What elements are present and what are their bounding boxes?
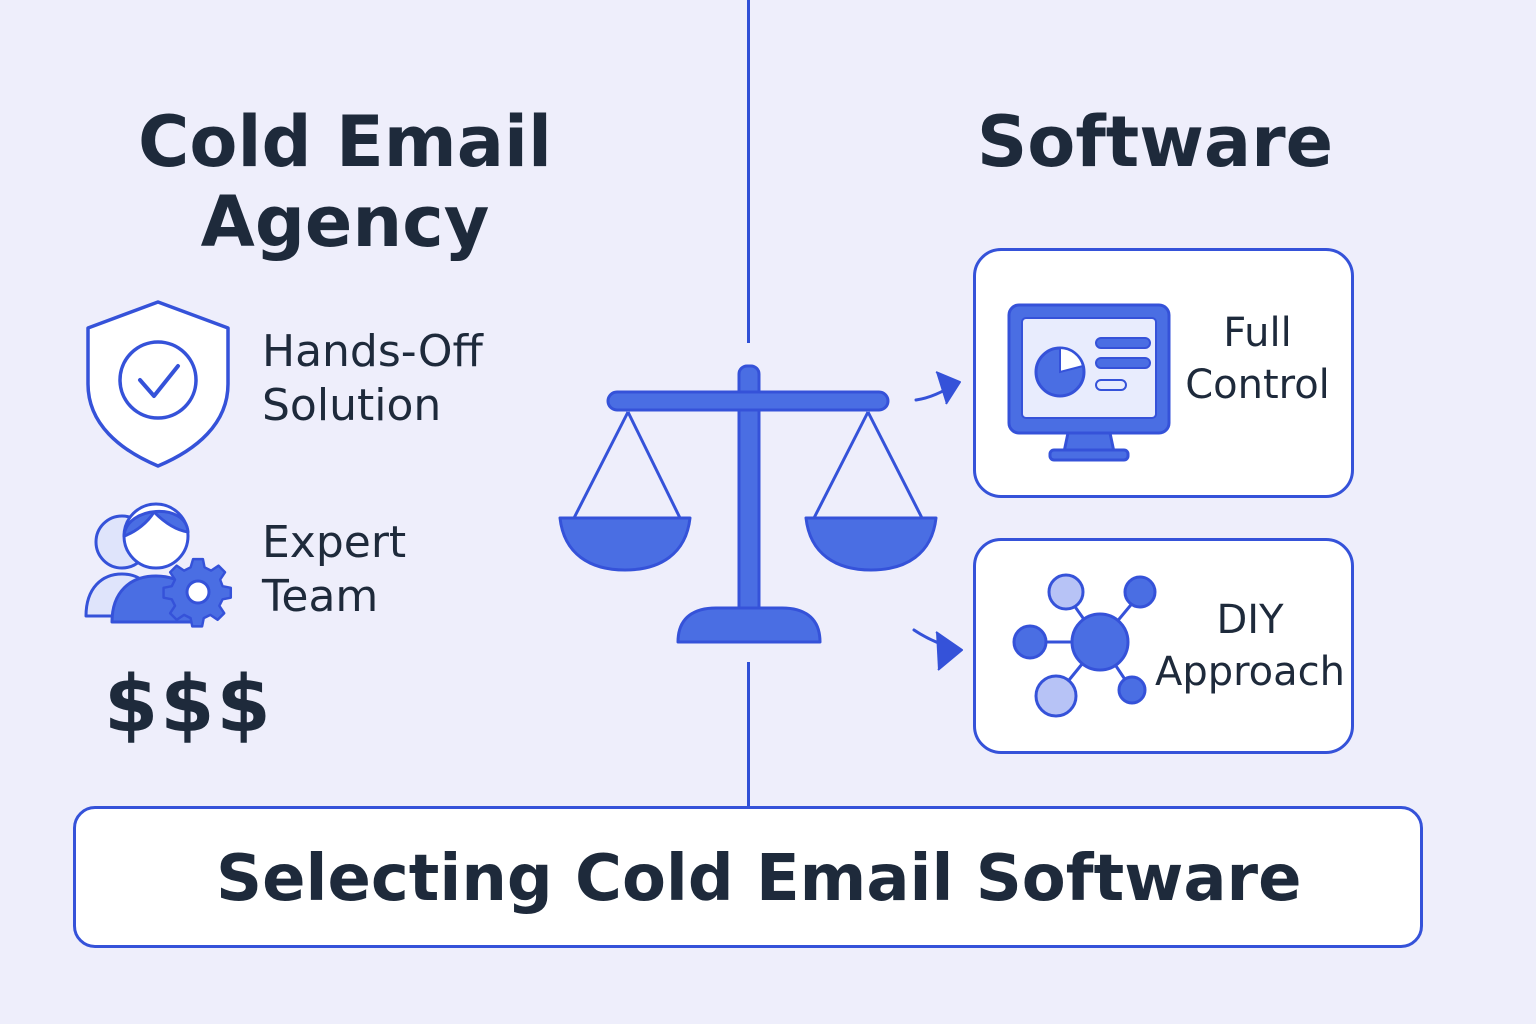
arrow-to-full-control-icon [914,371,961,405]
arrow-to-diy-icon [912,628,963,671]
diy-approach-line2: Approach [1154,649,1346,695]
divider-bottom [747,662,750,808]
diy-approach-line1: DIY [1216,597,1284,643]
expert-team-label: Expert Team [262,516,562,624]
hands-off-solution-label: Hands-Off Solution [262,325,562,433]
hands-off-line1: Hands-Off [262,326,483,377]
shield-check-icon [86,300,230,468]
agency-title-line2: Agency [200,181,490,263]
software-title: Software [976,101,1334,183]
agency-title-line1: Cold Email [138,101,552,183]
full-control-label: Full Control [1170,307,1345,411]
diy-approach-label: DIY Approach [1150,594,1350,698]
hands-off-line2: Solution [262,380,442,431]
team-gear-icon [84,502,233,628]
full-control-line2: Control [1185,362,1330,408]
divider-top [747,0,750,343]
banner-label: Selecting Cold Email Software [216,842,1302,916]
agency-title: Cold Email Agency [110,102,580,262]
price-indicator: $$$ [104,660,273,750]
balance-scale-icon [558,364,938,644]
expert-team-line1: Expert [262,517,407,568]
expert-team-line2: Team [262,571,379,622]
bottom-banner: Selecting Cold Email Software [73,806,1423,948]
full-control-line1: Full [1223,310,1292,356]
monitor-dashboard-icon [1007,303,1171,462]
network-nodes-icon [1012,573,1157,718]
